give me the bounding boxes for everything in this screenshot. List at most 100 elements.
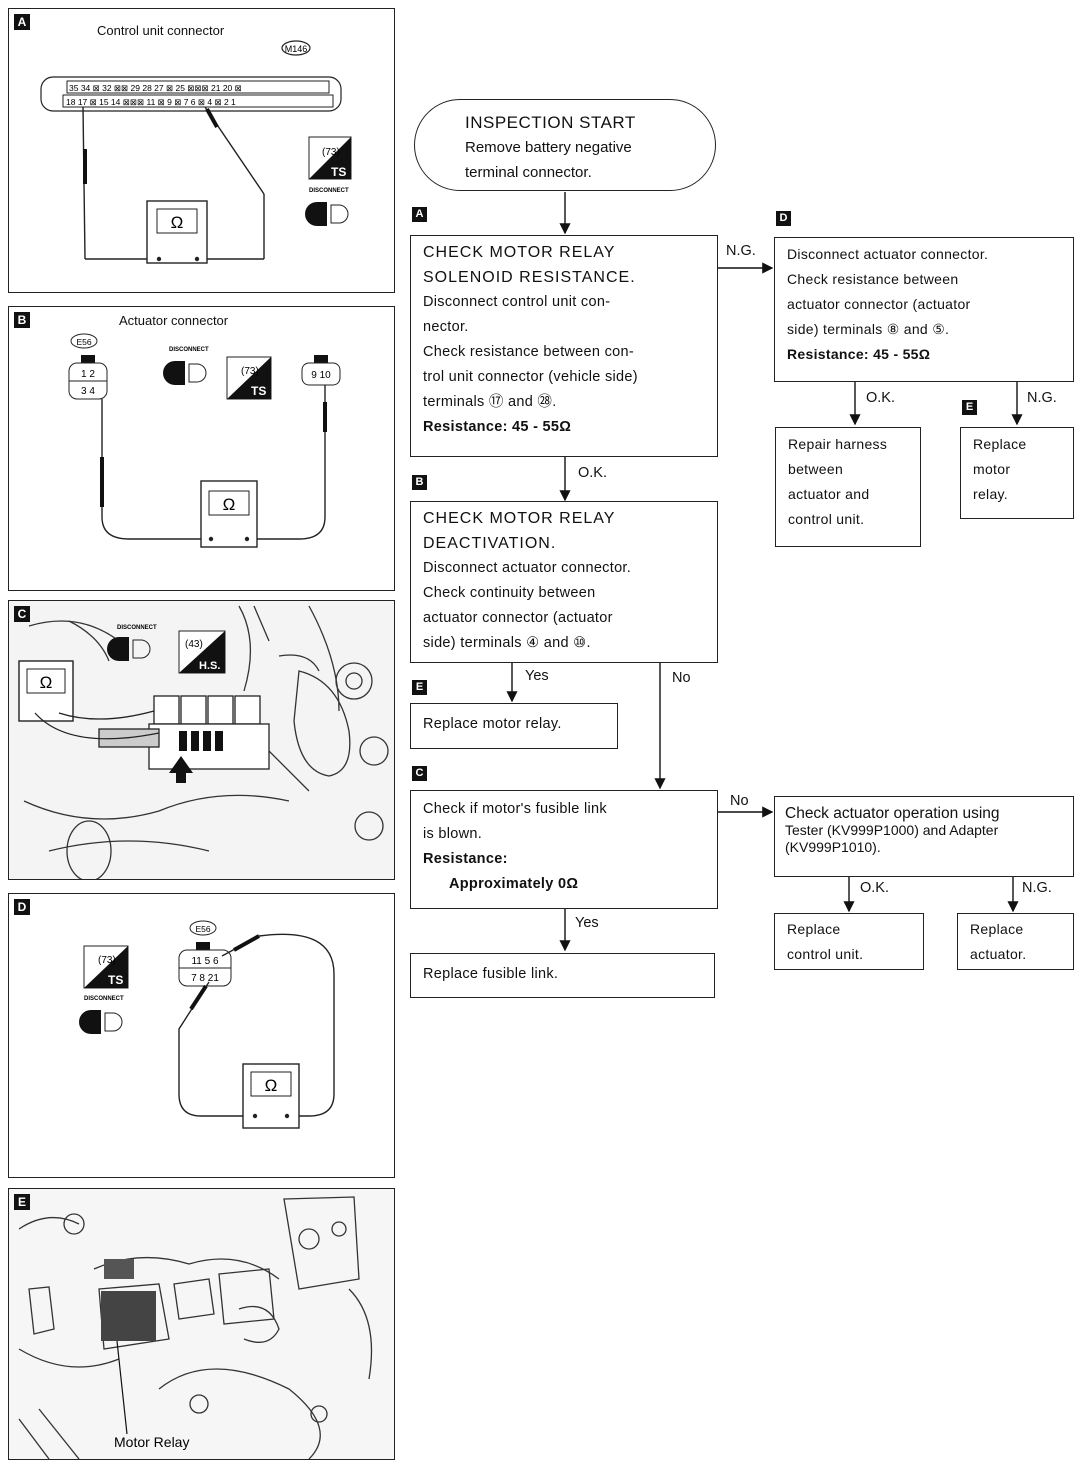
box-a-line: nector.	[423, 319, 469, 335]
box-check-actuator-resistance: Disconnect actuator connector. Check res…	[774, 237, 1074, 382]
panel-d-actuator-connector: D E56 11 5 6 7 8 21 Ω (73) TS DISCONNECT	[8, 893, 395, 1178]
start-title: INSPECTION START	[465, 113, 636, 132]
panel-d-badge: D	[14, 899, 30, 915]
box-harness-line: control unit.	[788, 511, 865, 527]
label-no-2: No	[730, 793, 749, 809]
panel-d-connector-code: E56	[195, 924, 210, 934]
panel-b-pins-left-top: 1 2	[81, 369, 95, 380]
box-tester-line: (KV999P1010).	[785, 839, 881, 855]
flow-c-badge: C	[412, 766, 427, 781]
panel-c-disconnect-label: DISCONNECT	[117, 625, 157, 631]
box-a-line: CHECK MOTOR RELAY	[423, 244, 616, 261]
panel-d-pins-row2: 7 8 21	[191, 973, 219, 984]
box-d-line: actuator connector (actuator	[787, 296, 971, 312]
box-b-line: Disconnect actuator connector.	[423, 560, 632, 576]
box-a-line: terminals ⑰ and ㉘.	[423, 394, 557, 410]
panel-c-fusible-link-photo: C Ω DISCONNECT	[8, 600, 395, 880]
box-c-line: Approximately 0Ω	[449, 876, 579, 892]
panel-c-ohm: Ω	[40, 673, 53, 692]
panel-b-disconnect-label: DISCONNECT	[169, 347, 209, 353]
box-d-line: Resistance: 45 - 55Ω	[787, 346, 931, 362]
flow-a-badge: A	[412, 207, 427, 222]
panel-a-control-unit-connector: A Control unit connector M146 35 34 ⊠ 32…	[8, 8, 395, 293]
flow-b-badge: B	[412, 475, 427, 490]
box-b-line: side) terminals ④ and ⑩.	[423, 635, 591, 651]
box-b-line: CHECK MOTOR RELAY	[423, 510, 616, 527]
panel-b-pins-right: 9 10	[311, 370, 331, 381]
box-tester-line: Check actuator operation using	[785, 805, 1000, 822]
panel-b-diagram: E56 1 2 3 4 9 10 Ω DISCONNECT (73) TS	[68, 333, 341, 548]
box-cu-line: control unit.	[787, 946, 864, 962]
box-b-line: Check continuity between	[423, 585, 596, 601]
panel-a-badge: A	[14, 14, 30, 30]
panel-a-bottom-pins: 18 17 ⊠ 15 14 ⊠⊠⊠ 11 ⊠ 9 ⊠ 7 6 ⊠ 4 ⊠ 2 1	[66, 97, 236, 107]
box-act-line: actuator.	[970, 946, 1027, 962]
label-ok-3: O.K.	[860, 880, 890, 896]
flow-e2-badge: E	[962, 400, 977, 415]
panel-a-title: Control unit connector	[97, 23, 225, 38]
box-replace-motor-relay-2: Replace motor relay.	[960, 427, 1074, 519]
box-harness-line: actuator and	[788, 486, 870, 502]
box-check-actuator-operation: Check actuator operation using Tester (K…	[774, 796, 1074, 877]
label-ng-2: N.G.	[1027, 390, 1057, 406]
start-line2: Remove battery negative	[465, 139, 632, 156]
panel-b-pins-left-bottom: 3 4	[81, 386, 95, 397]
start-capsule: INSPECTION START Remove battery negative…	[414, 99, 716, 191]
panel-d-ts-code: (73)	[98, 955, 116, 966]
panel-b-badge: B	[14, 312, 30, 328]
panel-b-title: Actuator connector	[119, 313, 229, 328]
box-repair-harness: Repair harness between actuator and cont…	[775, 427, 921, 547]
panel-b-ts-label: TS	[251, 384, 266, 398]
panel-b-connector-code: E56	[76, 337, 91, 347]
panel-a-diagram: M146 35 34 ⊠ 32 ⊠⊠ 29 28 27 ⊠ 25 ⊠⊠⊠ 21 …	[40, 40, 352, 264]
box-check-fusible-link: Check if motor's fusible link is blown. …	[410, 790, 718, 909]
panel-d-ts-label: TS	[108, 973, 123, 987]
box-harness-line: Repair harness	[788, 436, 888, 452]
panel-e-caption: Motor Relay	[114, 1434, 189, 1450]
box-check-motor-relay-solenoid: CHECK MOTOR RELAY SOLENOID RESISTANCE. D…	[410, 235, 718, 457]
panel-d-ohm: Ω	[265, 1076, 278, 1095]
box-e2-line: Replace	[973, 436, 1027, 452]
panel-a-ts-label: TS	[331, 165, 346, 179]
panel-c-badge: C	[14, 606, 30, 622]
panel-c-illustration: Ω DISCONNECT (43) H.S.	[18, 605, 389, 879]
flow-d-badge: D	[776, 211, 791, 226]
box-b-line: DEACTIVATION.	[423, 535, 557, 552]
box-c-line: Resistance:	[423, 851, 508, 867]
label-ng-1: N.G.	[726, 243, 756, 259]
panel-e-badge: E	[14, 1194, 30, 1210]
box-a-line: Check resistance between con-	[423, 344, 634, 360]
box-d-line: Disconnect actuator connector.	[787, 246, 989, 262]
box-fuse-text: Replace fusible link.	[423, 966, 559, 982]
label-no-1: No	[672, 670, 691, 686]
box-replace-motor-relay: Replace motor relay.	[410, 703, 618, 749]
panel-b-ts-code: (73)	[241, 366, 259, 377]
panel-a-ohm: Ω	[171, 213, 184, 232]
label-ng-3: N.G.	[1022, 880, 1052, 896]
label-ok-1: O.K.	[578, 465, 608, 481]
label-yes-1: Yes	[525, 668, 549, 684]
box-harness-line: between	[788, 461, 844, 477]
box-c-line: Check if motor's fusible link	[423, 801, 607, 817]
box-cu-line: Replace	[787, 921, 841, 937]
box-e1-text: Replace motor relay.	[423, 716, 562, 732]
box-b-line: actuator connector (actuator	[423, 610, 613, 626]
panel-b-ohm: Ω	[223, 495, 236, 514]
panel-e-illustration: Motor Relay	[18, 1196, 373, 1459]
box-e2-line: relay.	[973, 486, 1008, 502]
label-ok-2: O.K.	[866, 390, 896, 406]
panel-c-hs-code: (43)	[185, 639, 203, 650]
panel-d-diagram: E56 11 5 6 7 8 21 Ω (73) TS DISCONNECT	[79, 920, 335, 1129]
box-replace-control-unit: Replace control unit.	[774, 913, 924, 970]
start-line3: terminal connector.	[465, 164, 592, 181]
panel-e-motor-relay-photo: E Motor Relay	[8, 1188, 395, 1460]
panel-d-disconnect-label: DISCONNECT	[84, 996, 124, 1002]
panel-a-connector-code: M146	[285, 44, 308, 54]
box-a-line: SOLENOID RESISTANCE.	[423, 269, 636, 286]
panel-d-pins-row1: 11 5 6	[191, 956, 218, 967]
box-check-motor-relay-deactivation: CHECK MOTOR RELAY DEACTIVATION. Disconne…	[410, 501, 718, 663]
panel-b-actuator-connector: B Actuator connector E56 1 2 3 4 9 10 Ω …	[8, 306, 395, 591]
box-replace-actuator: Replace actuator.	[957, 913, 1074, 970]
box-c-line: is blown.	[423, 826, 483, 842]
flow-e1-badge: E	[412, 680, 427, 695]
